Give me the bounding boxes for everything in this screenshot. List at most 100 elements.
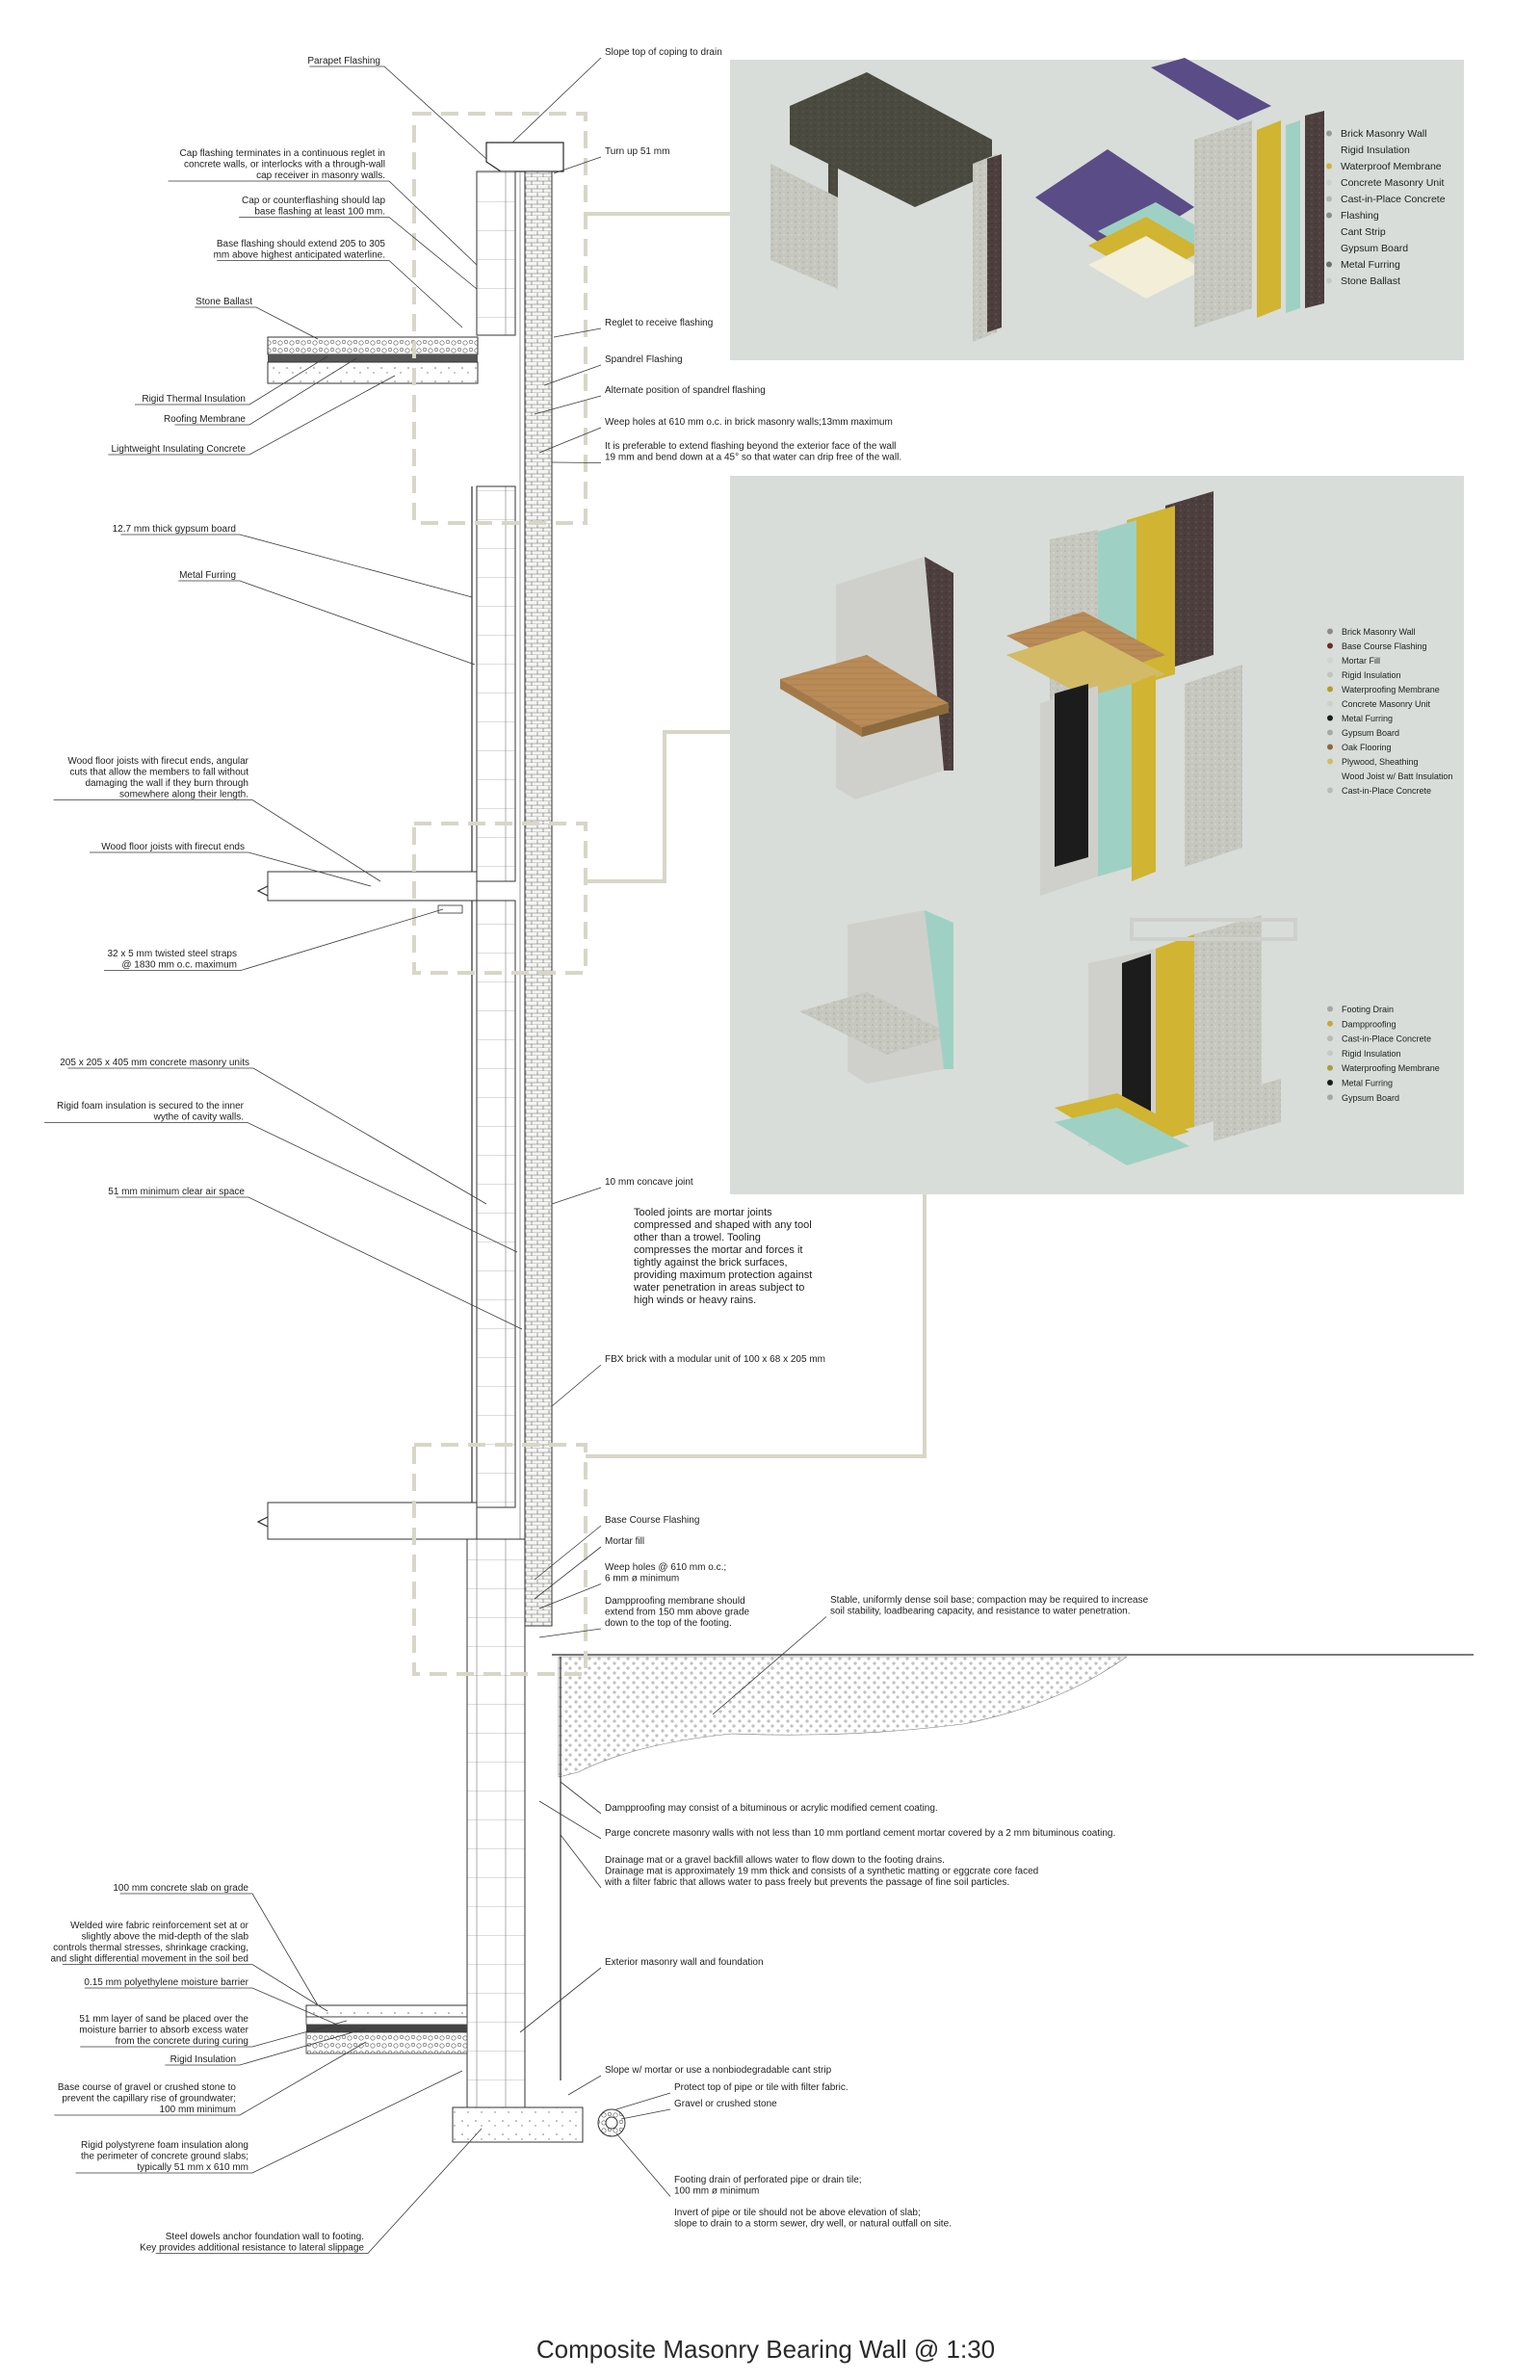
legend-swatch bbox=[1327, 657, 1333, 664]
label-reglet: Reglet to receive flashing bbox=[605, 318, 713, 328]
leader-lightweight-concrete bbox=[108, 375, 396, 456]
legend-swatch bbox=[1327, 700, 1333, 707]
leader-alt-spandrel bbox=[534, 395, 602, 415]
label-spandrel: Spandrel Flashing bbox=[605, 354, 683, 365]
leader-parge bbox=[538, 1800, 602, 1840]
legend-swatch bbox=[1326, 277, 1332, 284]
ground-floor-joist bbox=[267, 1502, 478, 1540]
legend-swatch bbox=[1327, 686, 1333, 693]
joist-break bbox=[256, 885, 269, 897]
legend-label: Gypsum Board bbox=[1342, 1093, 1399, 1103]
foundation-wall bbox=[466, 1538, 526, 2108]
middle-cmu-wythe bbox=[476, 900, 516, 1508]
slab-insulation bbox=[306, 2025, 467, 2032]
legend-swatch bbox=[1326, 130, 1332, 137]
label-alt-spandrel: Alternate position of spandrel flashing bbox=[605, 385, 766, 396]
label-turn-up: Turn up 51 mm bbox=[605, 146, 669, 157]
roof-insulation-layer bbox=[268, 354, 478, 362]
legend-label: Metal Furring bbox=[1342, 714, 1393, 723]
leader-metal-furring bbox=[178, 580, 476, 666]
legend-swatch bbox=[1327, 1080, 1333, 1085]
leader-gypsum-board bbox=[120, 534, 473, 598]
label-extend-flashing: It is preferable to extend flashing beyo… bbox=[605, 441, 901, 463]
legend-label: Plywood, Sheathing bbox=[1342, 757, 1419, 767]
label-slab-on-grade: 100 mm concrete slab on grade bbox=[113, 1883, 248, 1894]
leader-turn-up bbox=[553, 156, 602, 174]
leader-base-course-flashing bbox=[534, 1525, 602, 1581]
label-dampproof-coating: Dampproofing may consist of a bituminous… bbox=[605, 1803, 938, 1814]
legend-label: Rigid Insulation bbox=[1341, 144, 1410, 156]
legend-label: Stone Ballast bbox=[1341, 275, 1400, 287]
label-concave-joint: 10 mm concave joint bbox=[605, 1177, 693, 1188]
legend-swatch bbox=[1327, 729, 1333, 736]
label-exterior-wall: Exterior masonry wall and foundation bbox=[605, 1957, 764, 1968]
legend-label: Base Course Flashing bbox=[1342, 641, 1427, 651]
legend-swatch bbox=[1327, 772, 1333, 779]
leader-base-flashing-note bbox=[217, 260, 463, 328]
leader-rigid-insulation bbox=[165, 2027, 367, 2066]
leader-cap-flashing-note bbox=[168, 180, 478, 266]
label-roofing-membrane: Roofing Membrane bbox=[164, 414, 246, 425]
legend-label: Dampproofing bbox=[1342, 1019, 1396, 1029]
legend-swatch bbox=[1326, 163, 1332, 170]
label-moisture-barrier: 0.15 mm polyethylene moisture barrier bbox=[84, 1977, 248, 1988]
footing-drain-pipe bbox=[605, 2116, 618, 2130]
label-gravel-stone: Gravel or crushed stone bbox=[674, 2099, 777, 2109]
legend-swatch bbox=[1326, 196, 1332, 202]
label-lightweight-concrete: Lightweight Insulating Concrete bbox=[111, 444, 246, 455]
legend-swatch bbox=[1327, 1020, 1333, 1027]
label-gravel-base: Base course of gravel or crushed stone t… bbox=[58, 2082, 237, 2115]
leader-soil-base bbox=[712, 1616, 827, 1715]
legend-swatch bbox=[1327, 758, 1333, 765]
callout-connector-foundation bbox=[586, 1194, 927, 1458]
legend-label: Flashing bbox=[1341, 210, 1379, 222]
sand-layer bbox=[305, 2016, 468, 2026]
label-metal-furring: Metal Furring bbox=[179, 570, 236, 581]
leader-gravel-base bbox=[54, 2041, 367, 2116]
label-weep-holes: Weep holes at 610 mm o.c. in brick mason… bbox=[605, 417, 893, 428]
leader-exterior-wall bbox=[519, 1967, 602, 2033]
leader-wood-joists bbox=[90, 851, 372, 887]
label-protect-pipe: Protect top of pipe or tile with filter … bbox=[674, 2082, 848, 2093]
leader-air-space bbox=[116, 1196, 523, 1330]
legend-swatch bbox=[1327, 642, 1333, 649]
gravel-base bbox=[305, 2031, 468, 2054]
legend-swatch bbox=[1327, 1094, 1333, 1101]
label-steel-dowels: Steel dowels anchor foundation wall to f… bbox=[140, 2232, 364, 2254]
leader-protect-pipe bbox=[615, 2092, 671, 2110]
leader-fbx-brick bbox=[551, 1364, 602, 1407]
brick-veneer bbox=[524, 170, 553, 1627]
parapet-cmu bbox=[476, 170, 516, 336]
callout-box-roof bbox=[412, 112, 587, 525]
leader-dampproof-membrane bbox=[538, 1628, 602, 1638]
label-wire-fabric: Welded wire fabric reinforcement set at … bbox=[51, 1921, 249, 1965]
legend-label: Footing Drain bbox=[1342, 1005, 1394, 1014]
legend-swatch bbox=[1327, 744, 1333, 750]
leader-drainage-mat bbox=[560, 1834, 602, 1889]
soil-base bbox=[558, 1656, 1128, 1778]
upper-cmu-wythe bbox=[476, 485, 516, 882]
leader-slab-on-grade bbox=[119, 1893, 319, 2006]
label-rigid-foam: Rigid foam insulation is secured to the … bbox=[57, 1101, 245, 1123]
leader-steel-straps bbox=[104, 908, 444, 971]
footing bbox=[452, 2106, 584, 2143]
leader-concave-joint bbox=[551, 1187, 602, 1205]
steel-strap bbox=[437, 904, 463, 914]
legend-label: Oak Flooring bbox=[1342, 743, 1392, 752]
legend-label: Rigid Insulation bbox=[1342, 1049, 1401, 1059]
legend-label: Concrete Masonry Unit bbox=[1341, 177, 1444, 189]
label-stone-ballast: Stone Ballast bbox=[196, 297, 252, 307]
label-soil-base: Stable, uniformly dense soil base; compa… bbox=[830, 1595, 1149, 1617]
roof-deck bbox=[267, 361, 479, 384]
leader-dampproof-coating bbox=[560, 1781, 602, 1815]
callout-box-floor bbox=[412, 822, 587, 975]
leader-footing-drain bbox=[615, 2132, 671, 2197]
legend-label: Metal Furring bbox=[1341, 259, 1400, 271]
